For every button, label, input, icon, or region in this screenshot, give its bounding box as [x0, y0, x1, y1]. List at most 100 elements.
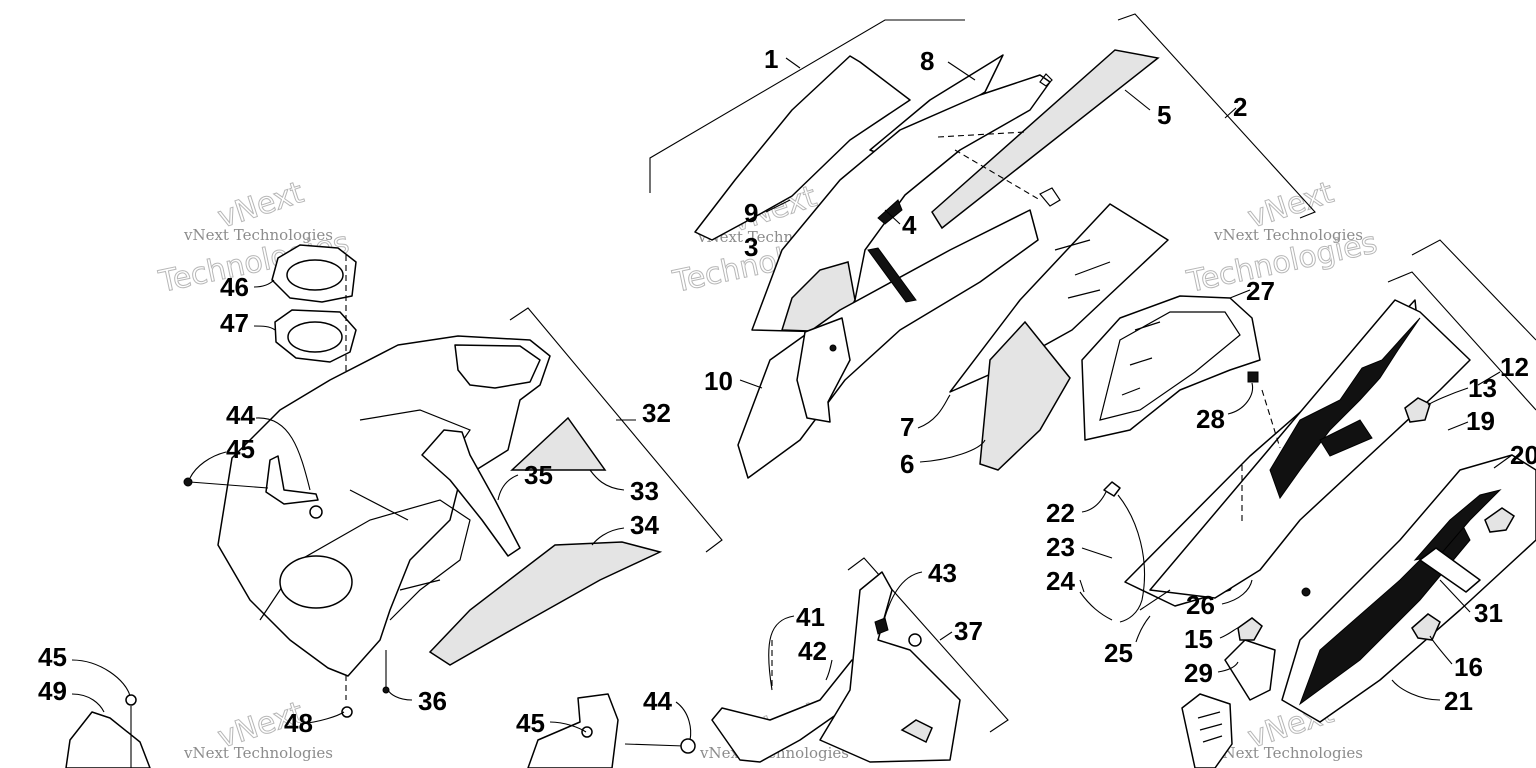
side-panel-top-bracket — [454, 344, 541, 389]
leader-33 — [589, 469, 625, 491]
hood-dash-line — [954, 149, 1041, 201]
part-49-panel — [65, 711, 151, 768]
callout-43: 43 — [928, 558, 957, 588]
side-panel-edge — [259, 499, 471, 621]
belly-pan-assembly — [1079, 299, 1536, 768]
callout-29: 29 — [1184, 658, 1213, 688]
leader-15 — [1219, 627, 1239, 639]
leader-34 — [591, 527, 625, 546]
part-6-foam-block — [979, 320, 1071, 471]
hood-fastener-dot — [829, 344, 837, 352]
hood-vent-slot — [867, 247, 917, 303]
mount-grommet — [309, 505, 323, 519]
callout-22: 22 — [1046, 498, 1075, 528]
leader-42 — [825, 659, 833, 681]
part-26-fastener — [1301, 587, 1311, 597]
hood-clip — [1039, 73, 1053, 87]
leader-20 — [1493, 454, 1513, 469]
callout-45: 45 — [38, 642, 67, 672]
part-9-decal — [694, 55, 911, 241]
leader-43 — [883, 571, 923, 621]
right-edge-pad — [1484, 507, 1515, 533]
belly-dash-line — [1261, 389, 1281, 449]
leader-13 — [1427, 387, 1469, 406]
leader-47 — [253, 325, 276, 331]
callout-6: 6 — [900, 449, 914, 479]
part-29-plate — [1224, 639, 1276, 701]
callout-48: 48 — [284, 708, 313, 738]
watermark-text: vNext Technologies — [183, 226, 333, 244]
part-13-pad — [1404, 397, 1431, 423]
side-cover-fastener — [908, 633, 922, 647]
belly-pan-graphic — [1319, 419, 1373, 457]
part-28-clip — [1247, 371, 1259, 383]
part-15-pad — [1237, 617, 1263, 641]
bracket-1 — [649, 19, 965, 193]
callout-24: 24 — [1046, 566, 1075, 596]
bracket-44-shaft — [624, 743, 685, 747]
part-31-bracket — [1419, 547, 1481, 593]
leader-1 — [785, 57, 801, 69]
leader-29 — [1217, 661, 1239, 673]
callout-13: 13 — [1468, 373, 1497, 403]
gasket-46-opening — [286, 259, 344, 291]
leader-48 — [299, 711, 345, 725]
part-24-wire — [1079, 591, 1113, 621]
bracket-45-fastener — [581, 726, 593, 738]
leader-16 — [1429, 635, 1453, 665]
lower-left-panel — [65, 694, 151, 768]
leader-44-bottom — [675, 701, 692, 741]
callout-3: 3 — [744, 232, 758, 262]
callout-20: 20 — [1510, 440, 1536, 470]
callout-47: 47 — [220, 308, 249, 338]
part-25-lead — [1139, 589, 1171, 611]
callout-15: 15 — [1184, 624, 1213, 654]
leader-49 — [71, 693, 105, 713]
leader-45-left — [71, 659, 131, 697]
leader-7 — [917, 394, 951, 429]
side-panel-assembly — [183, 244, 663, 718]
callout-41: 41 — [796, 602, 825, 632]
callout-25: 25 — [1104, 638, 1133, 668]
hood-clip — [1039, 187, 1061, 207]
callout-21: 21 — [1444, 686, 1473, 716]
part-45-bracket — [527, 693, 619, 768]
callout-27: 27 — [1246, 276, 1275, 306]
part-35-duct — [421, 429, 521, 557]
side-cover-pad — [900, 719, 933, 744]
lower-center-parts — [527, 571, 961, 768]
leader-45 — [189, 451, 227, 479]
callout-7: 7 — [900, 412, 914, 442]
leader-37 — [939, 631, 953, 641]
tray-slots — [1121, 321, 1161, 396]
leader-21 — [1391, 679, 1441, 701]
callout-45: 45 — [516, 708, 545, 738]
leader-35 — [497, 474, 519, 501]
callout-44: 44 — [226, 400, 255, 430]
bolt-shaft — [189, 481, 269, 489]
callout-23: 23 — [1046, 532, 1075, 562]
hood-lower-bracket — [796, 317, 851, 423]
leader-2 — [1224, 107, 1237, 119]
callout-10: 10 — [704, 366, 733, 396]
leader-31 — [1439, 579, 1471, 613]
part-16-pad — [1411, 613, 1441, 641]
watermark-text: vNext Technologies — [1213, 226, 1363, 244]
leader-25 — [1135, 615, 1151, 643]
leader-22 — [1081, 491, 1107, 513]
callout-45: 45 — [226, 434, 255, 464]
callout-16: 16 — [1454, 652, 1483, 682]
leader-28 — [1227, 382, 1254, 415]
bracket-12 — [1387, 271, 1536, 411]
part-37-side-cover — [819, 571, 961, 763]
bracket-37 — [847, 557, 1009, 733]
callout-35: 35 — [524, 460, 553, 490]
leader-27 — [1229, 289, 1251, 299]
part-44-grommet — [680, 738, 696, 754]
callout-9: 9 — [744, 198, 758, 228]
bolt-head — [183, 477, 193, 487]
bracket-2 — [1117, 13, 1316, 219]
part-34-foam — [428, 541, 663, 666]
bracket-32 — [509, 307, 723, 553]
